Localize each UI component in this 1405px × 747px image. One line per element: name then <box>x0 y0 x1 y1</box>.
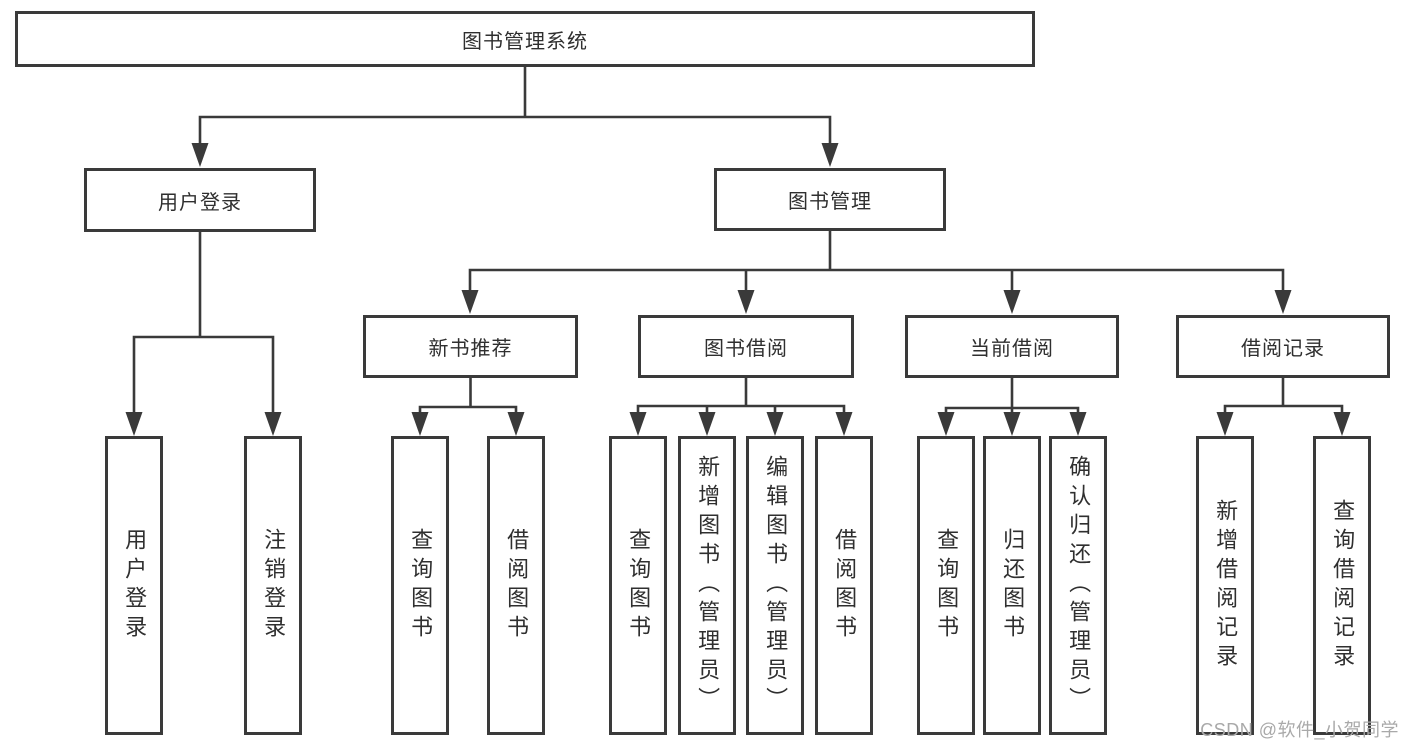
connector-elbow <box>636 404 846 416</box>
node-label: 当前借阅 <box>970 338 1054 360</box>
node-label: 借阅记录 <box>1241 338 1325 360</box>
connectors-root-to-level2 <box>191 67 839 167</box>
node-label: 归还图书 <box>1000 527 1026 644</box>
connectors-book-management-branch <box>461 231 1292 314</box>
connector-elbow <box>468 268 1285 294</box>
node-label: 图书借阅 <box>704 338 788 360</box>
node-label: 用户登录 <box>158 191 242 214</box>
node-label: 查询图书 <box>934 527 960 644</box>
arrow-down-icon <box>1333 412 1351 436</box>
node-label: 注销登录 <box>261 527 287 644</box>
node-label: 借阅图书 <box>832 527 858 644</box>
connector-elbow <box>418 405 518 416</box>
connectors-borrow-records-branch <box>1216 378 1351 436</box>
arrow-down-icon <box>1216 412 1234 436</box>
node-label: 编辑图书（管理员） <box>763 455 789 716</box>
connectors-current-borrowing-branch <box>937 378 1087 436</box>
node-user-login: 用户登录 <box>84 168 316 232</box>
node-label: 查询图书 <box>408 527 434 644</box>
leaf-newbook-borrow-books: 借阅图书 <box>487 436 545 735</box>
node-current-borrowing: 当前借阅 <box>905 315 1119 378</box>
leaf-borrowing-edit-books-admin: 编辑图书（管理员） <box>746 436 804 735</box>
arrow-down-icon <box>125 412 143 436</box>
arrow-down-icon <box>1003 412 1021 436</box>
node-label: 查询图书 <box>626 527 652 644</box>
node-label: 借阅图书 <box>504 527 530 644</box>
leaf-current-confirm-return-admin: 确认归还（管理员） <box>1049 436 1107 735</box>
leaf-borrowing-borrow-books: 借阅图书 <box>815 436 873 735</box>
connector-elbow <box>1223 404 1344 416</box>
arrow-down-icon <box>191 143 209 167</box>
node-label: 确认归还（管理员） <box>1066 455 1092 716</box>
arrow-down-icon <box>411 412 429 436</box>
leaf-user-login: 用户登录 <box>105 436 163 735</box>
connectors-user-login-branch <box>125 232 282 436</box>
arrow-down-icon <box>937 412 955 436</box>
node-label: 查询借阅记录 <box>1330 498 1356 673</box>
node-label: 新书推荐 <box>428 338 513 360</box>
node-root: 图书管理系统 <box>15 11 1035 67</box>
arrow-down-icon <box>821 143 839 167</box>
leaf-logout: 注销登录 <box>244 436 302 735</box>
arrow-down-icon <box>264 412 282 436</box>
leaf-records-add-record: 新增借阅记录 <box>1196 436 1254 735</box>
connector-elbow <box>198 115 832 147</box>
arrow-down-icon <box>1003 290 1021 314</box>
node-label: 新增借阅记录 <box>1213 498 1239 673</box>
arrow-down-icon <box>629 412 647 436</box>
node-book-management: 图书管理 <box>714 168 946 231</box>
leaf-current-return-books: 归还图书 <box>983 436 1041 735</box>
arrow-down-icon <box>507 412 525 436</box>
node-label: 新增图书（管理员） <box>695 455 721 716</box>
arrow-down-icon <box>461 290 479 314</box>
arrow-down-icon <box>737 290 755 314</box>
connectors-new-book-branch <box>411 378 525 436</box>
connectors-book-borrowing-branch <box>629 378 853 436</box>
node-label: 图书管理系统 <box>462 30 588 53</box>
node-label: 图书管理 <box>788 191 872 213</box>
arrow-down-icon <box>1274 290 1292 314</box>
arrow-down-icon <box>1069 412 1087 436</box>
watermark: CSDN @软件_小贺同学 <box>1200 720 1399 740</box>
leaf-newbook-query-books: 查询图书 <box>391 436 449 735</box>
leaf-borrowing-query-books: 查询图书 <box>609 436 667 735</box>
leaf-borrowing-add-books-admin: 新增图书（管理员） <box>678 436 736 735</box>
leaf-records-query-record: 查询借阅记录 <box>1313 436 1371 735</box>
node-borrow-records: 借阅记录 <box>1176 315 1390 378</box>
node-book-borrowing: 图书借阅 <box>638 315 854 378</box>
arrow-down-icon <box>766 412 784 436</box>
connector-elbow <box>132 335 275 416</box>
node-label: 用户登录 <box>122 527 148 644</box>
arrow-down-icon <box>835 412 853 436</box>
leaf-current-query-books: 查询图书 <box>917 436 975 735</box>
arrow-down-icon <box>698 412 716 436</box>
node-new-book-recommend: 新书推荐 <box>363 315 578 378</box>
